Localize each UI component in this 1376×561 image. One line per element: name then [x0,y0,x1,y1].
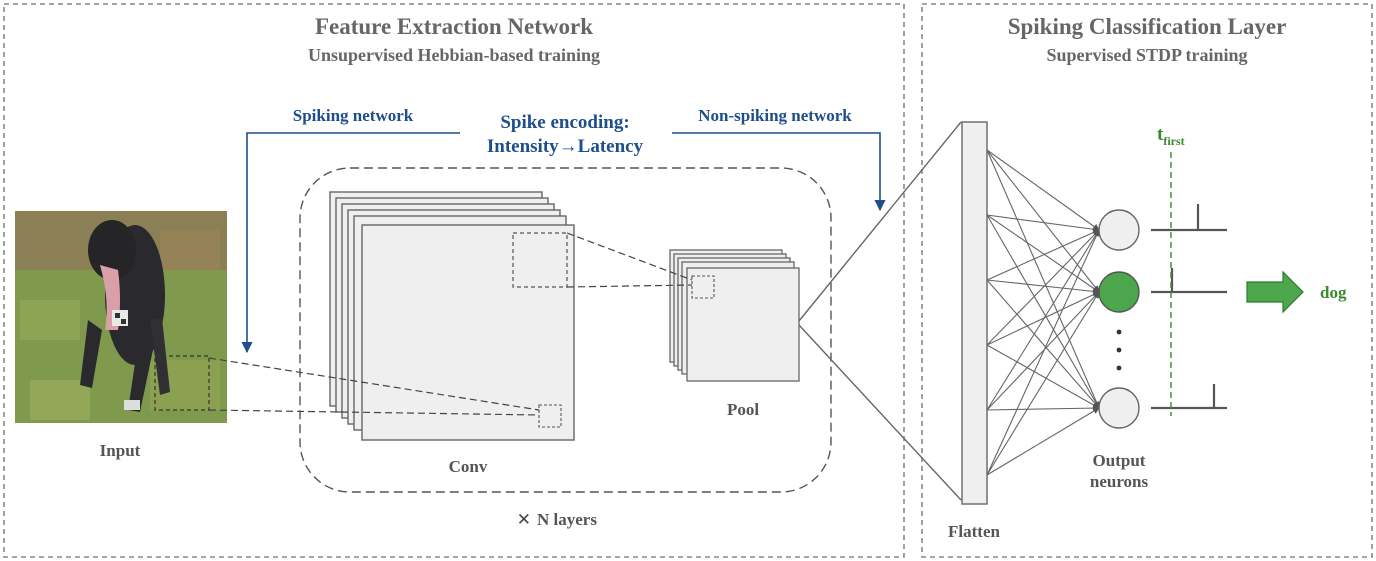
pool-to-flatten-bottom [798,324,962,501]
fc-weight-line-11 [986,344,1100,409]
fc-weight-line-13 [986,291,1100,411]
fully-connected-weights [986,149,1100,476]
classification-panel-subtitle: Supervised STDP training [1046,45,1247,65]
spike-train-winner [1151,268,1227,294]
output-neuron-winner [1098,271,1140,313]
pool-to-flatten-top [798,121,962,322]
multiply-icon: ✕ [517,510,531,530]
fc-weight-line-14 [986,404,1100,412]
ellipsis-dot-1 [1116,329,1122,335]
input-image [15,211,227,423]
output-neurons-label-2: neurons [1090,472,1149,491]
fc-weight-line-6 [986,229,1100,281]
t-subscript: first [1163,134,1184,148]
pool-label: Pool [727,400,759,419]
spike-train-1 [1151,204,1227,232]
non-spiking-network-arrow [672,132,886,212]
t-symbol: t [1157,124,1164,145]
spiking-network-arrow [241,132,460,354]
classification-panel [921,3,1373,558]
fc-weight-line-8 [986,279,1100,409]
fc-weight-line-7 [986,279,1100,295]
conv-label: Conv [449,457,488,476]
fc-weight-line-5 [986,214,1100,409]
spike-encoding-mapping: Intensity→Latency [487,136,644,157]
spike-trains [1151,204,1227,410]
result-arrow-icon [1246,270,1304,314]
pool-output-unit [691,275,715,299]
flatten-layer [961,121,988,505]
conv-feature-maps [329,191,575,441]
predicted-class-label: dog [1320,283,1347,302]
input-label: Input [100,441,141,460]
spike-train-n [1151,384,1227,410]
fc-weight-line-10 [986,291,1100,346]
fc-weight-line-15 [986,229,1100,476]
fc-weight-line-4 [986,214,1100,293]
output-neurons-label: Output [1093,451,1146,470]
ellipsis-dot-3 [1116,365,1122,371]
feature-panel-title: Feature Extraction Network [315,14,593,39]
n-layers-annotation: ✕ N layers [517,510,598,530]
ellipsis-dot-2 [1116,347,1122,353]
repeated-layers-box [299,167,832,493]
fc-weight-line-0 [986,149,1100,231]
fc-weight-line-2 [986,149,1100,409]
fc-weight-line-3 [986,214,1100,233]
fc-weight-line-17 [986,407,1100,476]
fc-weight-line-16 [986,291,1100,476]
pool-feature-maps [669,249,800,382]
spiking-network-label: Spiking network [293,106,414,125]
conv-pooling-window [512,232,568,288]
fc-weight-line-1 [986,149,1100,293]
output-neuron-n [1098,387,1140,429]
n-layers-label: N layers [537,510,597,529]
conv-output-unit [538,404,562,428]
spike-encoding-label: Spike encoding: [500,112,629,133]
flatten-label: Flatten [948,522,1000,541]
input-receptive-field [154,355,210,411]
t-first-label: tfirst [1157,124,1185,148]
fc-weight-line-12 [986,229,1100,411]
feature-extraction-panel [3,3,905,558]
feature-panel-subtitle: Unsupervised Hebbian-based training [308,45,600,65]
fc-weight-line-9 [986,229,1100,346]
output-neuron-1 [1098,209,1140,251]
non-spiking-network-label: Non-spiking network [698,106,852,125]
receptive-field-projections [208,232,693,416]
classification-panel-title: Spiking Classification Layer [1008,14,1287,39]
